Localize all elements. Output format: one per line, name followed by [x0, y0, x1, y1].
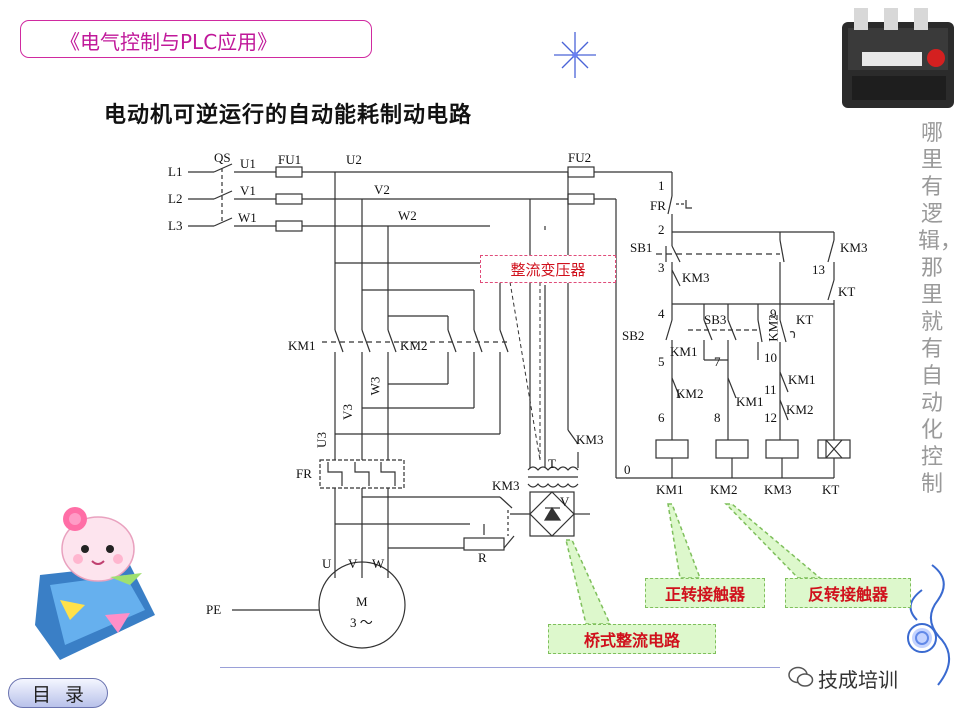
wechat-icon: [788, 666, 814, 687]
course-title: 《电气控制与PLC应用》: [60, 30, 278, 54]
label-KM3-dc: KM3: [492, 478, 520, 493]
label-W2: W2: [398, 208, 417, 223]
callout-reverse-contactor: 反转接触器: [785, 578, 911, 608]
label-KM3-c2: KM3: [682, 270, 710, 285]
label-KM3-top: KM3: [576, 432, 604, 447]
label-SB1: SB1: [630, 240, 653, 255]
watermark-text: 技成培训: [818, 668, 898, 692]
label-KM2-c3: KM2: [786, 402, 814, 417]
node-7: 7: [714, 354, 721, 369]
side-slogan: 哪里有逻辑，那里就有自动化控制: [918, 121, 960, 497]
callout-transformer: 整流变压器: [480, 255, 616, 283]
label-KM2-main: KM2: [400, 338, 428, 353]
cartoon-doll-icon: [35, 507, 155, 660]
node-3: 3: [658, 260, 665, 275]
label-V2: V2: [374, 182, 390, 197]
label-L2: L2: [168, 191, 183, 206]
page-title: 电动机可逆运行的自动能耗制动电路: [104, 102, 473, 128]
label-M: M: [356, 594, 368, 609]
label-coil-KT: KT: [822, 482, 840, 497]
label-KM3-c1: KM3: [840, 240, 868, 255]
label-KT-c1: KT: [838, 284, 856, 299]
label-V1: V1: [240, 183, 256, 198]
label-KM1-main: KM1: [288, 338, 316, 353]
node-8: 8: [714, 410, 721, 425]
label-KT-c2: KT: [796, 312, 814, 327]
node-12: 12: [764, 410, 777, 425]
node-5: 5: [658, 354, 665, 369]
label-T: T: [548, 456, 556, 471]
label-U: U: [322, 556, 332, 571]
label-W1: W1: [238, 210, 257, 225]
thermal-relay-photo-icon: [842, 8, 954, 108]
label-FR-ctrl: FR: [650, 198, 666, 213]
label-FR-main: FR: [296, 466, 312, 481]
node-9: 9: [770, 306, 777, 321]
label-KM1-c2: KM1: [736, 394, 764, 409]
callout-forward-contactor: 正转接触器: [645, 578, 765, 608]
node-1: 1: [658, 178, 665, 193]
label-M3: 3 ～: [350, 615, 373, 630]
label-coil-KM3: KM3: [764, 482, 792, 497]
label-V: V: [560, 494, 570, 509]
callout-bridge-rectifier: 桥式整流电路: [548, 624, 716, 654]
sparkle-icon: [554, 32, 596, 78]
footer-divider: [220, 667, 780, 668]
node-13: 13: [812, 262, 825, 277]
menu-button[interactable]: 目录: [8, 678, 108, 708]
label-KM1-c1: KM1: [670, 344, 698, 359]
label-KM2-c1: KM2: [765, 314, 781, 342]
node-2: 2: [658, 222, 665, 237]
label-PE: PE: [206, 602, 222, 617]
label-U3: U3: [313, 432, 329, 448]
label-U1: U1: [240, 156, 256, 171]
node-10: 10: [764, 350, 777, 365]
header-frame: [20, 20, 372, 58]
label-FU2: FU2: [568, 150, 592, 165]
label-coil-KM2: KM2: [710, 482, 738, 497]
menu-button-label: 目录: [31, 683, 98, 706]
label-Vm: V: [348, 556, 358, 571]
label-QS: QS: [214, 150, 231, 165]
label-KM1-c3: KM1: [788, 372, 816, 387]
node-6: 6: [658, 410, 665, 425]
label-FU1: FU1: [278, 152, 302, 167]
node-0: 0: [624, 462, 631, 477]
label-coil-KM1: KM1: [656, 482, 684, 497]
label-KM2-c2: KM2: [676, 386, 704, 401]
label-U2: U2: [346, 152, 362, 167]
label-L3: L3: [168, 218, 183, 233]
label-SB3: SB3: [704, 312, 727, 327]
label-SB2: SB2: [622, 328, 645, 343]
label-R: R: [478, 550, 487, 565]
node-4: 4: [658, 306, 665, 321]
label-W3: W3: [367, 376, 383, 396]
node-11: 11: [764, 382, 777, 397]
label-V3: V3: [339, 404, 355, 420]
label-W: W: [372, 556, 385, 571]
label-L1: L1: [168, 164, 183, 179]
